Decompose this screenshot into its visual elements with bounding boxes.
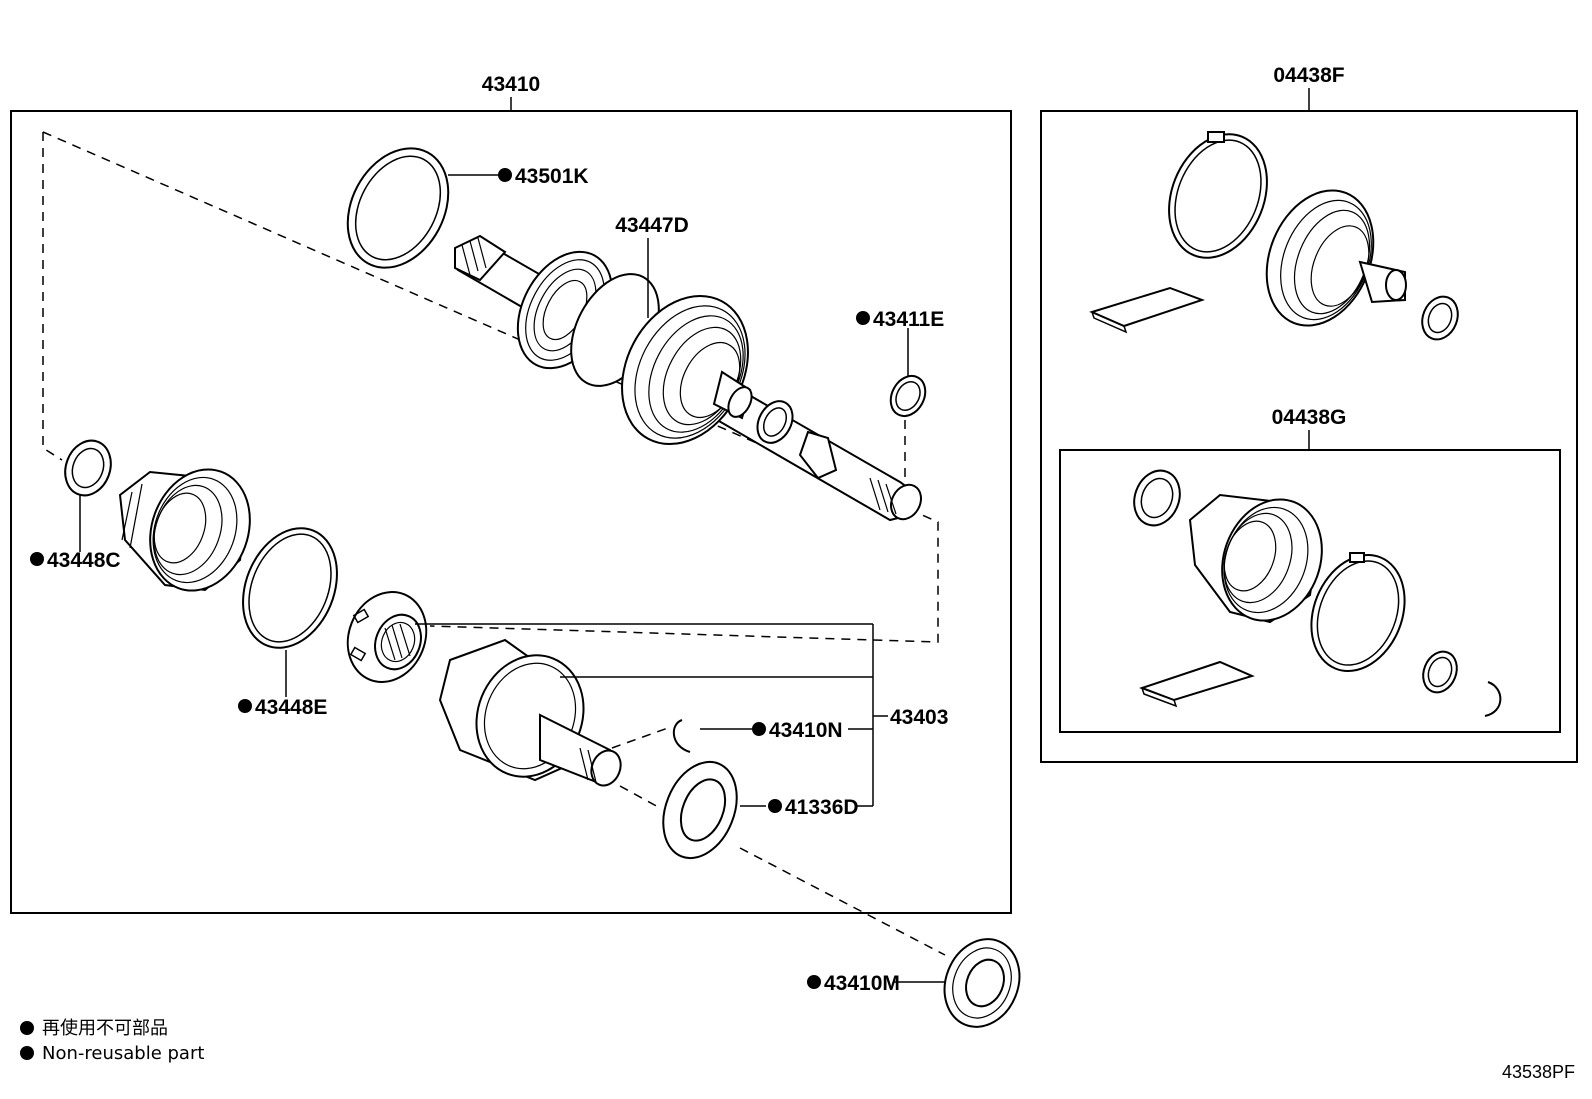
legend-japanese: 再使用不可部品 [42, 1018, 168, 1039]
joint-cage [346, 591, 428, 683]
clamp-43448E [242, 527, 338, 649]
kit-F-small-clamp [1421, 295, 1459, 341]
kit-G-large-clamp [1310, 552, 1406, 673]
kit-G-grease-pack [1139, 660, 1255, 702]
kit-F-grease-pack [1089, 286, 1205, 328]
label-41336D: 41336D [785, 796, 859, 819]
label-43410: 43410 [482, 73, 540, 96]
seal-41336D [662, 760, 738, 860]
label-43411E: 43411E [873, 308, 944, 331]
label-43410N: 43410N [769, 719, 843, 742]
kit-G-snap-ring [1422, 650, 1458, 694]
label-43501K: 43501K [515, 165, 589, 188]
kit-F-large-clamp [1168, 131, 1268, 259]
kit-F-boot [1265, 189, 1407, 327]
oil-seal-43410M [943, 938, 1021, 1028]
label-43448E: 43448E [255, 696, 327, 719]
label-04438F: 04438F [1273, 64, 1344, 87]
label-43403: 43403 [890, 706, 948, 729]
snap-ring-43410N [672, 719, 691, 753]
boot-kit-box-04438G [1059, 449, 1561, 733]
outer-race [438, 638, 622, 787]
clamp-ring-43501K [346, 147, 450, 269]
snap-ring-43411E [889, 374, 927, 418]
diagram-code: 43538PF [1502, 1062, 1575, 1082]
label-43410M: 43410M [824, 972, 900, 995]
clamp-43448C [64, 439, 112, 497]
small-clamp-upper [756, 400, 794, 444]
label-43448C: 43448C [47, 549, 121, 572]
label-43447D: 43447D [615, 214, 689, 237]
kit-G-small-clamp [1133, 469, 1181, 527]
kit-G-circlip [1484, 681, 1502, 717]
kit-G-boot [1188, 493, 1323, 624]
legend-english: Non-reusable part [42, 1043, 204, 1064]
label-04438G: 04438G [1272, 406, 1347, 429]
boot-43447D [621, 294, 753, 446]
inner-joint-boot [118, 468, 251, 592]
